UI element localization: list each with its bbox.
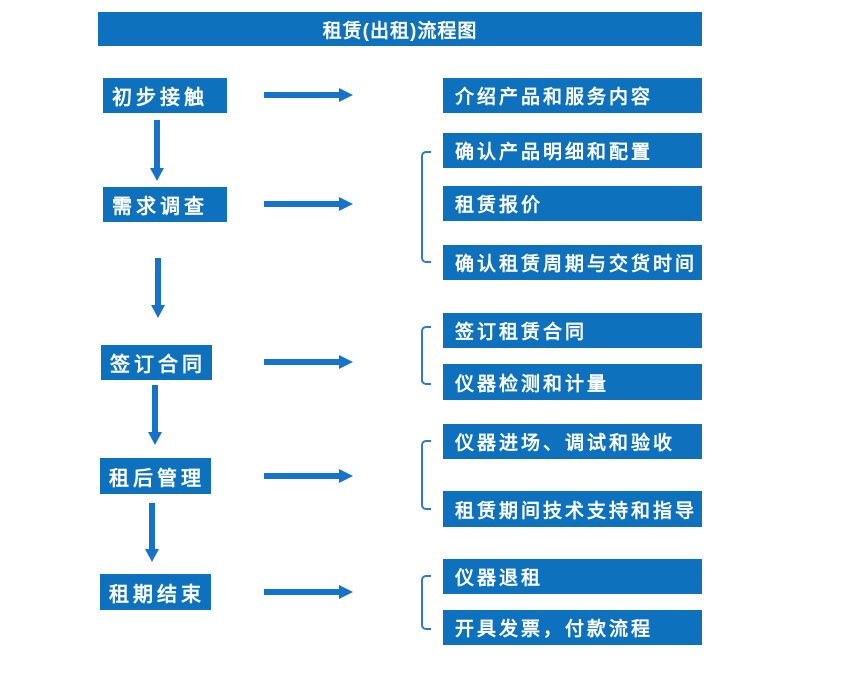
right-arrow-head <box>339 469 353 483</box>
detail-box-technical-support: 租赁期间技术支持和指导 <box>443 491 702 527</box>
group-bracket <box>421 326 431 385</box>
flowchart-title: 租赁(出租)流程图 <box>98 12 702 46</box>
down-arrow-shaft <box>155 258 161 305</box>
down-arrow-shaft <box>152 385 158 432</box>
right-arrow-icon <box>264 469 353 483</box>
down-arrow-head <box>145 549 159 562</box>
stage-box-post-rental-management: 租后管理 <box>100 458 211 494</box>
down-arrow-icon <box>151 258 165 318</box>
right-arrow-head <box>339 585 353 599</box>
detail-box-instrument-return: 仪器退租 <box>443 559 702 594</box>
right-arrow-shaft <box>264 589 339 595</box>
group-bracket <box>421 151 431 263</box>
down-arrow-icon <box>150 120 164 181</box>
detail-box-rental-quote: 租赁报价 <box>443 186 702 221</box>
right-arrow-icon <box>264 197 353 211</box>
detail-box-sign-rental-contract: 签订租赁合同 <box>443 313 702 348</box>
down-arrow-shaft <box>149 503 155 549</box>
detail-box-introduce-products: 介绍产品和服务内容 <box>443 78 702 113</box>
right-arrow-icon <box>264 355 353 369</box>
detail-box-instrument-setup-acceptance: 仪器进场、调试和验收 <box>443 424 702 459</box>
group-bracket <box>421 440 431 510</box>
right-arrow-icon <box>264 585 353 599</box>
stage-box-sign-contract: 签订合同 <box>101 345 212 380</box>
right-arrow-head <box>339 88 353 102</box>
down-arrow-head <box>151 305 165 318</box>
detail-box-instrument-inspection: 仪器检测和计量 <box>443 364 702 400</box>
stage-box-initial-contact: 初步接触 <box>103 78 227 113</box>
down-arrow-icon <box>145 503 159 562</box>
stage-box-rental-period-end: 租期结束 <box>100 574 211 610</box>
right-arrow-head <box>339 355 353 369</box>
down-arrow-icon <box>148 385 162 445</box>
right-arrow-shaft <box>264 359 339 365</box>
down-arrow-head <box>148 432 162 445</box>
detail-box-invoice-payment: 开具发票，付款流程 <box>443 610 702 645</box>
right-arrow-shaft <box>264 473 339 479</box>
right-arrow-head <box>339 197 353 211</box>
down-arrow-head <box>150 168 164 181</box>
right-arrow-shaft <box>264 92 339 98</box>
group-bracket <box>421 575 431 630</box>
right-arrow-shaft <box>264 201 339 207</box>
detail-box-confirm-rental-period: 确认租赁周期与交货时间 <box>443 245 702 280</box>
stage-box-demand-survey: 需求调查 <box>103 187 227 222</box>
detail-box-confirm-product-details: 确认产品明细和配置 <box>443 133 702 168</box>
right-arrow-icon <box>264 88 353 102</box>
down-arrow-shaft <box>154 120 160 168</box>
